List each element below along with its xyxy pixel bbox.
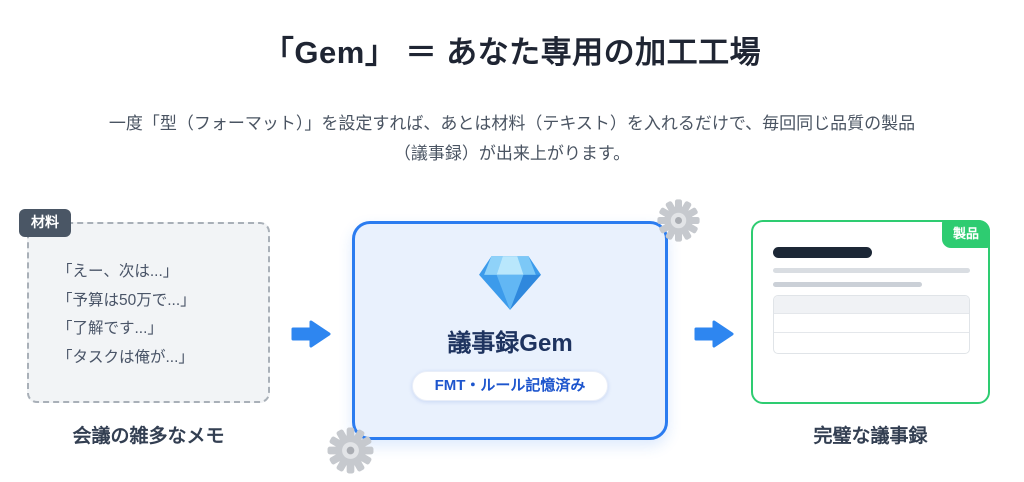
page-subtitle: 一度「型（フォーマット）」を設定すれば、あとは材料（テキスト）を入れるだけで、毎… xyxy=(0,109,1024,169)
arrow-right-icon xyxy=(291,320,331,348)
doc-table-header-row xyxy=(774,296,969,314)
page-title: 「Gem」 ＝ あなた専用の加工工場 xyxy=(262,35,762,70)
note-line: 「了解です...」 xyxy=(57,320,163,337)
note-line: 「えー、次は...」 xyxy=(57,263,179,280)
arrow-right-icon xyxy=(694,320,734,348)
doc-table-row xyxy=(774,314,969,333)
product-caption: 完璧な議事録 xyxy=(813,426,928,447)
materials-box: 材料 「えー、次は...」 「予算は50万で...」 「了解です...」 「タス… xyxy=(19,209,270,403)
gear-icon xyxy=(657,199,700,242)
doc-table-placeholder xyxy=(773,295,970,354)
meeting-notes-list: 「えー、次は...」 「予算は50万で...」 「了解です...」 「タスクは俺… xyxy=(29,224,268,372)
subtitle-line-2: （議事録）が出来上がります。 xyxy=(393,144,631,163)
doc-title-placeholder xyxy=(773,247,872,258)
gem-memory-pill: FMT・ルール記憶済み xyxy=(411,371,609,401)
gear-icon xyxy=(327,427,374,474)
product-box: 製品 xyxy=(751,220,990,404)
subtitle-line-1: 一度「型（フォーマット）」を設定すれば、あとは材料（テキスト）を入れるだけで、毎… xyxy=(108,114,916,133)
materials-caption: 会議の雑多なメモ xyxy=(72,426,225,447)
gem-name: 議事録Gem xyxy=(447,330,573,357)
doc-text-placeholder xyxy=(773,282,922,287)
materials-badge: 材料 xyxy=(19,209,71,237)
product-badge: 製品 xyxy=(941,220,990,249)
note-line: 「予算は50万で...」 xyxy=(57,291,196,309)
doc-table-row xyxy=(774,333,969,352)
note-line: 「タスクは俺が...」 xyxy=(57,348,194,366)
gem-box: 議事録Gem FMT・ルール記憶済み xyxy=(352,221,668,440)
gem-diamond-icon xyxy=(479,256,541,310)
doc-text-placeholder xyxy=(773,268,970,273)
